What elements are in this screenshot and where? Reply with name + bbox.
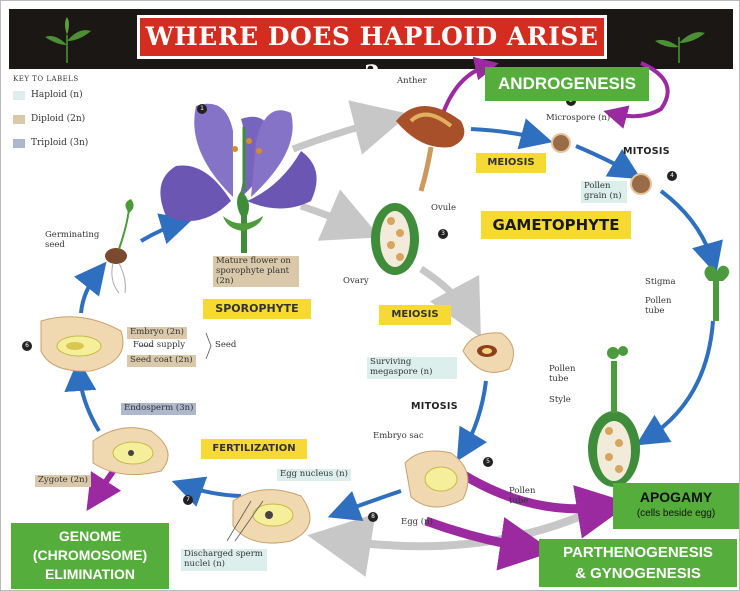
anther-illustration <box>396 106 464 191</box>
pollen-tube-label: Pollen tube <box>509 487 539 507</box>
grey-arrow-to-anther <box>293 119 389 149</box>
anther-label: Anther <box>397 77 427 87</box>
androgenesis-callout: ANDROGENESIS <box>485 67 649 101</box>
embryo-sac-illustration <box>405 451 468 507</box>
step-number: 7 <box>183 495 193 505</box>
blue-arrow-anther-microspore <box>471 129 541 139</box>
blue-arrow-fertilization <box>183 485 241 496</box>
flower-illustration <box>160 104 316 253</box>
apogamy-subtitle: (cells beside egg) <box>613 507 739 521</box>
parthenogenesis-line: PARTHENOGENESIS <box>539 542 737 563</box>
genome-elimination-line: GENOME <box>11 527 169 546</box>
pollen-grain-illustration <box>631 174 651 194</box>
ovary-label: Ovary <box>343 277 369 287</box>
gametophyte-label: GAMETOPHYTE <box>481 211 631 239</box>
egg-label: Egg (n) <box>401 518 433 528</box>
germinating-seed-label: Germinating seed <box>45 231 109 251</box>
sporophyte-label: SPOROPHYTE <box>203 299 311 319</box>
surviving-megaspore-label: Surviving megaspore (n) <box>367 357 457 379</box>
seed-label: Seed <box>215 341 236 351</box>
blue-arrow-pollen-stigma <box>661 191 713 263</box>
endosperm-label: Endosperm (3n) <box>121 403 196 415</box>
zygote-illustration <box>93 428 168 475</box>
step-number: 6 <box>22 341 32 351</box>
meiosis-mid-label: MEIOSIS <box>379 305 451 325</box>
blue-arrow-megaspore-embryosac <box>463 381 486 451</box>
pollen-tube-label: Pollen tube <box>645 297 677 317</box>
meiosis-top-label: MEIOSIS <box>476 153 546 173</box>
step-number: 8 <box>368 512 378 522</box>
seed-coat-label: Seed coat (2n) <box>127 355 196 367</box>
embryo-label: Embryo (2n) <box>127 327 187 339</box>
blue-arrow-pollentube-ovary <box>646 321 713 439</box>
purple-arrow-androgenesis-in <box>441 65 491 119</box>
style-label: Style <box>549 396 571 406</box>
genome-elimination-line: (CHROMOSOME) <box>11 546 169 565</box>
microspore-label: Microspore (n) <box>546 114 610 124</box>
parthenogenesis-callout: PARTHENOGENESIS & GYNOGENESIS <box>539 539 737 587</box>
step-number: 3 <box>438 229 448 239</box>
step-number: 1 <box>197 104 207 114</box>
blue-arrow-germinating-flower <box>141 223 181 241</box>
blue-arrow-seed-germinating <box>81 271 99 313</box>
food-supply-label: Food supply <box>133 341 185 351</box>
mitosis-mid-label: MITOSIS <box>411 401 458 412</box>
apogamy-title: APOGAMY <box>613 487 739 507</box>
grey-arrow-to-ovule <box>301 206 361 229</box>
seed-illustration <box>41 317 123 371</box>
germinating-seed-illustration <box>105 199 134 293</box>
embryo-sac-label: Embryo sac <box>373 432 424 442</box>
genome-elimination-callout: GENOME (CHROMOSOME) ELIMINATION <box>11 523 169 589</box>
egg-nucleus-illustration <box>233 490 310 543</box>
blue-arrow-zygote-seed <box>79 371 99 431</box>
pollen-tube-label: Pollen tube <box>549 365 581 385</box>
pollen-grain-label: Pollen grain (n) <box>581 181 627 203</box>
apogamy-callout: APOGAMY (cells beside egg) <box>613 483 739 529</box>
genome-elimination-line: ELIMINATION <box>11 565 169 584</box>
stigma-label: Stigma <box>645 278 676 288</box>
ovule-illustration <box>371 203 419 275</box>
microspore-illustration <box>552 134 570 152</box>
step-number: 4 <box>667 171 677 181</box>
ovule-label: Ovule <box>431 204 456 214</box>
blue-arrow-embryosac-egg <box>339 491 401 513</box>
discharged-sperm-label: Discharged sperm nuclei (n) <box>181 549 267 571</box>
megaspore-illustration <box>463 333 514 373</box>
parthenogenesis-line: & GYNOGENESIS <box>539 563 737 584</box>
zygote-label: Zygote (2n) <box>35 475 91 487</box>
egg-nucleus-label: Egg nucleus (n) <box>277 469 351 481</box>
mature-flower-label: Mature flower on sporophyte plant (2n) <box>213 256 299 287</box>
fertilization-label: FERTILIZATION <box>201 439 307 459</box>
step-number: 5 <box>483 457 493 467</box>
mitosis-top-label: MITOSIS <box>623 146 670 157</box>
